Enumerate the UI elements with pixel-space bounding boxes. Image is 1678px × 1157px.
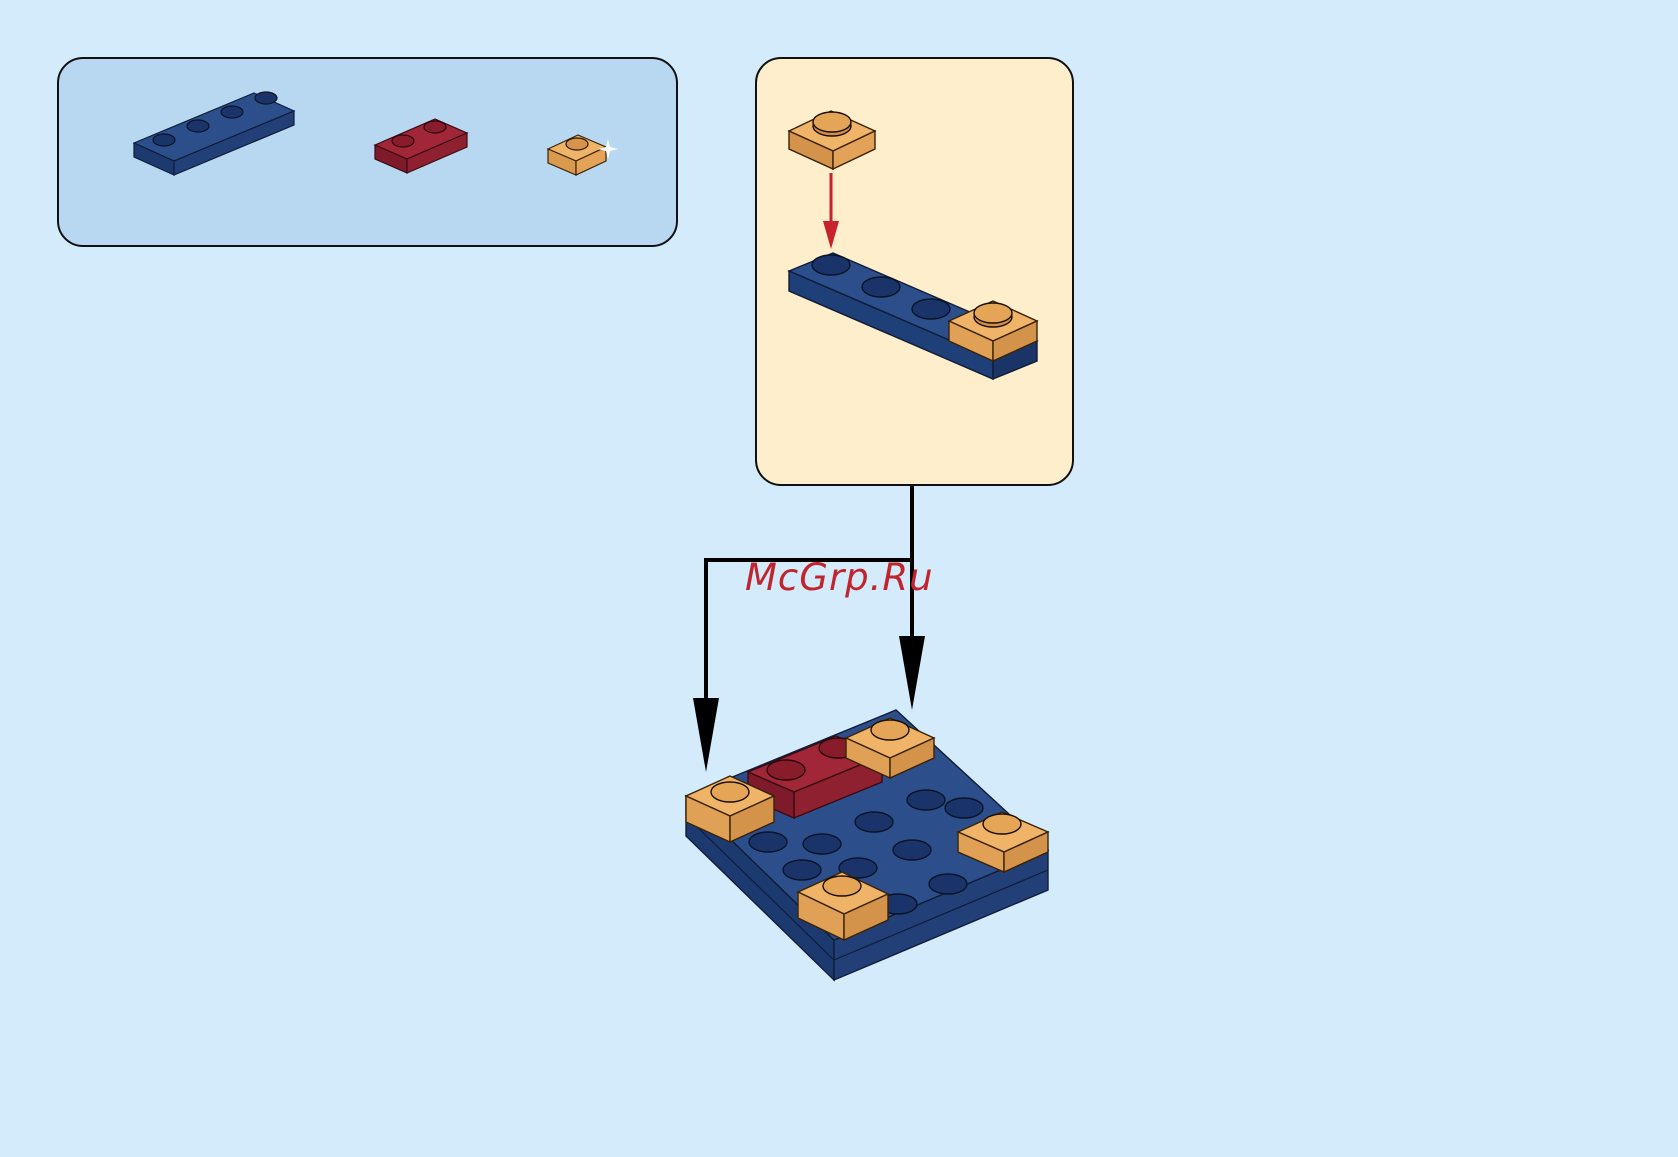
watermark: McGrp.Ru	[745, 556, 934, 599]
final-assembly-illustration	[686, 708, 1050, 984]
